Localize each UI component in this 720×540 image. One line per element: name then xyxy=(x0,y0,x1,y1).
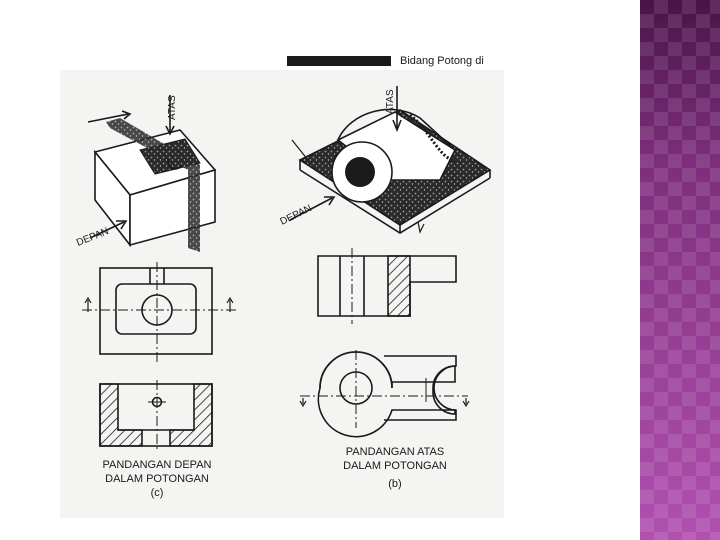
figure-c-caption-line1: PANDANGAN DEPAN xyxy=(102,459,211,471)
figure-b-arrow-top xyxy=(392,86,402,133)
figure-b-caption-letter: (b) xyxy=(388,478,401,490)
figure-c-front-section xyxy=(99,380,213,450)
figure-b-arrow-front xyxy=(289,196,336,221)
header-strip: Bidang Potong di xyxy=(287,55,484,67)
figure-c-label-top: ATAS xyxy=(167,95,178,120)
decorative-side-band xyxy=(640,0,720,540)
figure-b: ATAS DEPAN xyxy=(278,86,492,438)
figure-c-caption-line2: DALAM POTONGAN xyxy=(105,473,209,485)
figure-c-caption-letter: (c) xyxy=(151,487,164,499)
header-black-bar xyxy=(287,56,391,66)
figure-b-front-view xyxy=(317,248,457,324)
figure-b-caption-line2: DALAM POTONGAN xyxy=(343,460,447,472)
figure-b-label-front: DEPAN xyxy=(278,203,313,228)
figure-b-isometric-part xyxy=(291,108,492,234)
figure-b-top-section xyxy=(299,350,470,438)
figure-c-arrow-top xyxy=(165,95,175,136)
figure-c-label-front: DEPAN xyxy=(75,226,110,249)
figure-c-arrow-front xyxy=(89,220,128,239)
header-caption: Bidang Potong di xyxy=(400,55,484,67)
figure-c: ATAS DEPAN xyxy=(75,95,236,450)
figure-b-caption-line1: PANDANGAN ATAS xyxy=(346,446,444,458)
figure-b-label-top: ATAS xyxy=(385,89,396,114)
figure-c-top-view xyxy=(82,262,236,362)
